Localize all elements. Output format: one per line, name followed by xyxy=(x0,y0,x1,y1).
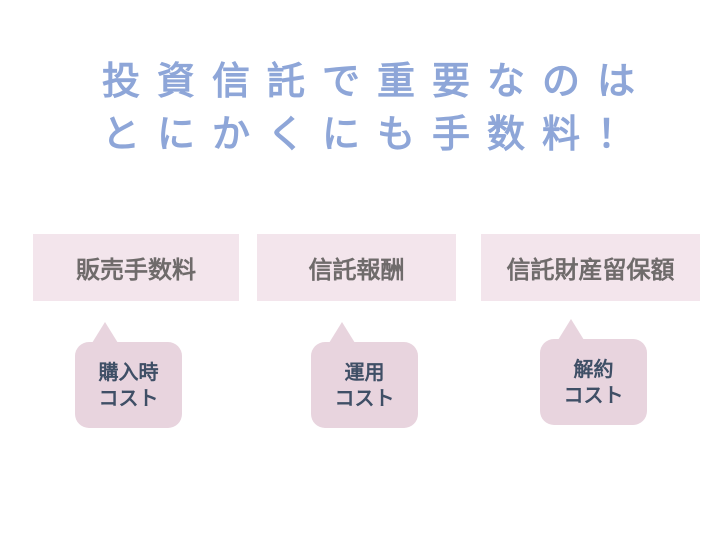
cost-bubble-purchase: 購入時 コスト xyxy=(75,322,182,428)
bubble-tail xyxy=(329,322,355,343)
headline-line-1: 投資信託で重要なのは xyxy=(101,59,652,103)
bubble-tail xyxy=(92,322,118,343)
cost-bubble-cancellation: 解約 コスト xyxy=(540,319,647,425)
fee-box-retained-amount: 信託財産留保額 xyxy=(481,234,700,301)
cost-bubble-line-2: コスト xyxy=(563,383,624,407)
cost-bubble-line-1: 購入時 xyxy=(98,360,159,384)
fee-box-sales-commission: 販売手数料 xyxy=(33,234,239,301)
fee-box-trust-fee: 信託報酬 xyxy=(257,234,456,301)
cost-bubble-operation: 運用 コスト xyxy=(311,322,418,428)
bubble-tail xyxy=(558,319,584,340)
cost-bubble-line-1: 運用 xyxy=(344,360,385,384)
cost-bubble-line-1: 解約 xyxy=(573,357,614,381)
cost-bubble-line-2: コスト xyxy=(98,386,159,410)
cost-bubble-line-2: コスト xyxy=(334,386,395,410)
headline-line-2: とにかくにも手数料！ xyxy=(101,112,652,156)
